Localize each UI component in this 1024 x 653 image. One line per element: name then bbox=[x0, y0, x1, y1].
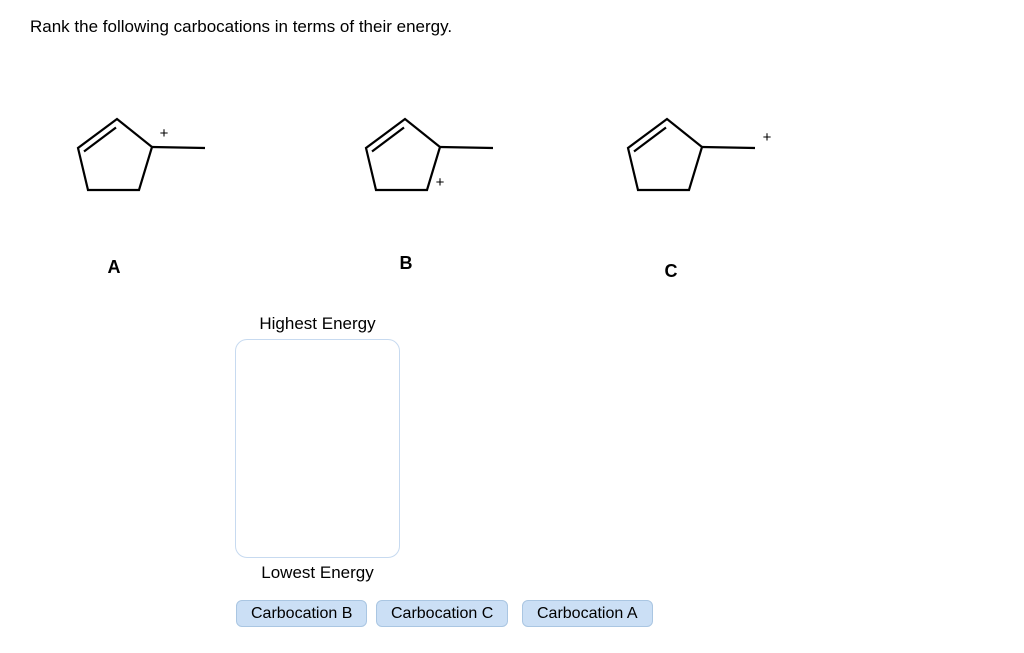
molecule-b-structure: + bbox=[364, 117, 494, 192]
molecule-a-label: A bbox=[107, 257, 121, 277]
double-bond-inner-line bbox=[633, 126, 667, 153]
chip-carbocation-b[interactable]: Carbocation B bbox=[236, 600, 368, 627]
molecule-b-label: B bbox=[399, 253, 413, 273]
question-title: Rank the following carbocations in terms… bbox=[30, 17, 453, 36]
chip-carbocation-a[interactable]: Carbocation A bbox=[522, 600, 653, 627]
cyclopentene-ring bbox=[626, 117, 704, 192]
cyclopentene-ring bbox=[364, 117, 442, 192]
highest-energy-label: Highest Energy bbox=[259, 314, 376, 333]
methyl-bond bbox=[151, 145, 206, 150]
plus-charge-a: + bbox=[160, 125, 169, 142]
plus-charge-c: + bbox=[763, 129, 772, 146]
molecule-a-structure: + bbox=[76, 117, 206, 192]
molecule-c-structure: + bbox=[626, 117, 772, 192]
double-bond-inner-line bbox=[371, 126, 405, 153]
cyclopentene-ring bbox=[76, 117, 154, 192]
methyl-bond bbox=[701, 145, 756, 150]
lowest-energy-label: Lowest Energy bbox=[261, 563, 374, 582]
plus-charge-b: + bbox=[436, 174, 445, 191]
methyl-bond bbox=[439, 145, 494, 150]
double-bond-inner-line bbox=[83, 126, 117, 153]
chip-carbocation-c[interactable]: Carbocation C bbox=[376, 600, 509, 627]
ranking-dropzone[interactable] bbox=[235, 339, 400, 558]
molecule-c-label: C bbox=[664, 261, 678, 281]
